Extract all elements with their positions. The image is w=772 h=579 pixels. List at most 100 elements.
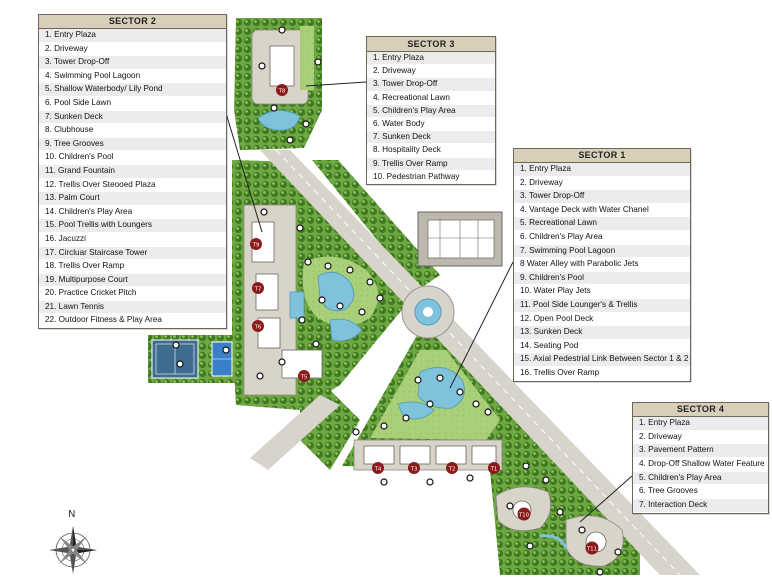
roads: [250, 149, 700, 576]
legend-item: 9. Tree Grooves: [39, 137, 226, 152]
legend-item: 1. Entry Plaza: [514, 163, 690, 177]
tower-marker: T3: [408, 462, 420, 474]
legend-item: 12. Open Pool Deck: [514, 312, 690, 327]
legend-item: 4. Swimming Pool Lagoon: [39, 69, 226, 84]
svg-text:T1: T1: [490, 467, 498, 473]
legend-item: 3. Tower Drop-Off: [39, 56, 226, 70]
building-block-north: [417, 211, 503, 267]
legend-item: 21. Lawn Tennis: [39, 300, 226, 315]
legend-item: 3. Tower Drop-Off: [367, 78, 495, 92]
legend-item: 7. Interaction Deck: [633, 499, 768, 513]
legend-item: 5. Children's Play Area: [367, 104, 495, 118]
legend-title: SECTOR 1: [514, 149, 690, 163]
legend-item: 2. Driveway: [39, 42, 226, 57]
tower-markers: T8 T9 T7 T6 T5 T4 T3 T2: [250, 84, 599, 555]
legend-item: 3. Tower Drop-Off: [514, 190, 690, 204]
legend-item: 6. Pool Side Lawn: [39, 96, 226, 111]
legend-item: 17. Circluar Staircase Tower: [39, 246, 226, 261]
svg-text:T2: T2: [448, 467, 456, 473]
tower-marker: T8: [276, 84, 288, 96]
legend-item: 2. Driveway: [633, 430, 768, 445]
legend-sector-2: SECTOR 2 1. Entry Plaza 2. Driveway 3. T…: [38, 14, 227, 330]
legend-item: 8 Water Alley with Parabolic Jets: [514, 258, 690, 272]
svg-text:T6: T6: [254, 325, 262, 331]
svg-text:T8: T8: [278, 89, 286, 95]
svg-text:T9: T9: [252, 243, 260, 249]
legend-item: 8. Hospitality Deck: [367, 144, 495, 158]
legend-item: 19. Multipurpose Court: [39, 273, 226, 288]
tower-marker: T9: [250, 238, 262, 250]
legend-sector-3: SECTOR 3 1. Entry Plaza 2. Driveway 3. T…: [366, 36, 496, 185]
leader-lines: [224, 81, 633, 523]
tower-marker: T4: [372, 462, 384, 474]
legend-item: 10. Water Play Jets: [514, 285, 690, 299]
svg-text:T3: T3: [410, 467, 418, 473]
svg-text:T10: T10: [518, 513, 529, 519]
legend-item: 4. Recreational Lawn: [367, 91, 495, 105]
tower-marker: T11: [585, 541, 599, 555]
legend-title: SECTOR 2: [39, 15, 226, 29]
legend-item: 14. Children's Play Area: [39, 205, 226, 220]
legend-item: 12. Trellis Over Steooed Plaza: [39, 178, 226, 193]
legend-item: 1. Entry Plaza: [633, 417, 768, 431]
legend-list: 1. Entry Plaza 2. Driveway 3. Tower Drop…: [39, 29, 226, 329]
legend-item: 9. Trellis Over Ramp: [367, 157, 495, 171]
legend-item: 13. Palm Court: [39, 192, 226, 206]
tower-marker: T5: [298, 370, 310, 382]
svg-text:T7: T7: [254, 287, 262, 293]
legend-item: 7. Sunken Deck: [367, 131, 495, 145]
map-marker: [172, 26, 622, 576]
legend-item: 22. Outdoor Fitness & Play Area: [39, 314, 226, 329]
legend-list: 1. Entry Plaza 2. Driveway 3. Pavement P…: [633, 417, 768, 513]
legend-item: 4. Vantage Deck with Water Chanel: [514, 203, 690, 218]
svg-text:T4: T4: [374, 467, 382, 473]
legend-title: SECTOR 4: [633, 403, 768, 417]
legend-item: 9. Children's Pool: [514, 271, 690, 286]
legend-item: 1. Entry Plaza: [367, 52, 495, 66]
legend-item: 16. Jacuzzi: [39, 232, 226, 247]
legend-item: 15. Axial Pedestrial Link Between Sector…: [514, 353, 690, 367]
tower-marker: T10: [517, 507, 531, 521]
legend-item: 7. Swimming Pool Lagoon: [514, 244, 690, 259]
legend-item: 5. Shallow Waterbody/ Lily Pond: [39, 83, 226, 97]
tower-marker: T2: [446, 462, 458, 474]
legend-item: 10. Pedestrian Pathway: [367, 170, 495, 184]
legend-item: 8. Clubhouse: [39, 124, 226, 138]
tower-marker: T1: [488, 462, 500, 474]
sports-courts: [151, 339, 233, 379]
tower-marker: T7: [252, 282, 264, 294]
legend-list: 1. Entry Plaza 2. Driveway 3. Tower Drop…: [367, 52, 495, 184]
legend-item: 10. Children's Pool: [39, 151, 226, 165]
legend-item: 13. Sunken Deck: [514, 326, 690, 340]
legend-item: 1. Entry Plaza: [39, 29, 226, 43]
svg-text:T11: T11: [586, 547, 597, 553]
legend-sector-4: SECTOR 4 1. Entry Plaza 2. Driveway 3. P…: [632, 402, 769, 514]
legend-item: 20. Practice Cricket Pitch: [39, 287, 226, 301]
legend-item: 6. Tree Grooves: [633, 485, 768, 500]
legend-title: SECTOR 3: [367, 37, 495, 52]
legend-item: 7. Sunken Deck: [39, 110, 226, 125]
legend-item: 18. Trellis Over Ramp: [39, 260, 226, 274]
legend-item: 11. Pool Side Lounger's & Trellis: [514, 298, 690, 313]
legend-item: 4. Drop-Off Shallow Water Feature: [633, 458, 768, 472]
sector3-plan: [251, 26, 314, 131]
svg-text:T5: T5: [300, 375, 308, 381]
legend-item: 11. Grand Fountain: [39, 164, 226, 179]
legend-item: 2. Driveway: [514, 176, 690, 191]
legend-item: 5. Children's Play Area: [633, 471, 768, 486]
legend-sector-1: SECTOR 1 1. Entry Plaza 2. Driveway 3. T…: [513, 148, 691, 382]
north-label: N: [68, 509, 76, 520]
compass-rose-icon: [49, 526, 97, 574]
legend-list: 1. Entry Plaza 2. Driveway 3. Tower Drop…: [514, 163, 690, 381]
legend-item: 16. Trellis Over Ramp: [514, 366, 690, 381]
legend-item: 2. Driveway: [367, 65, 495, 79]
sector2-plan: [243, 204, 379, 396]
legend-item: 15. Pool Trellis with Loungers: [39, 219, 226, 233]
feature-markers: [172, 26, 622, 576]
legend-item: 3. Pavement Pattern: [633, 444, 768, 459]
legend-item: 6. Children's Play Area: [514, 230, 690, 245]
legend-item: 5. Recreational Lawn: [514, 217, 690, 231]
legend-item: 6. Water Body: [367, 117, 495, 132]
roundabout: [401, 285, 455, 339]
